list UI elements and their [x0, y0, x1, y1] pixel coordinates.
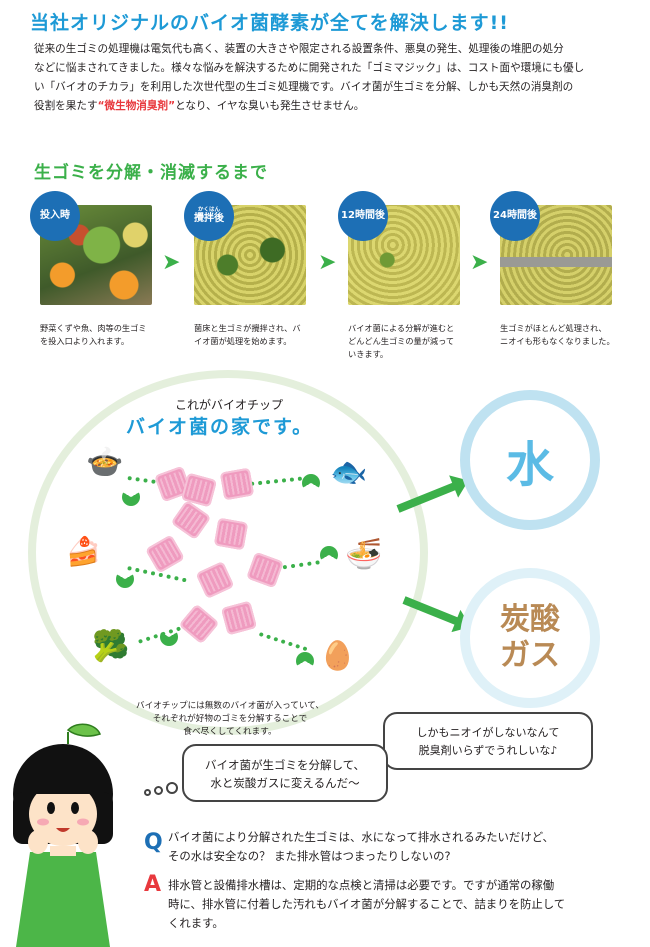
bacteria-icon [296, 652, 314, 670]
mascot-girl-illustration [13, 723, 113, 947]
biochip [219, 467, 255, 501]
noodles-icon: 🍜 [345, 537, 383, 572]
thought-dot [166, 782, 178, 794]
intro-text: 役割を果たす [34, 100, 98, 112]
intro-line: などに悩まされてきました。様々な悩みを解決するために開発された「ゴミマジック」は… [34, 62, 585, 74]
page-headline: 当社オリジナルのバイオ菌酵素が全てを解決します!! [30, 12, 509, 34]
intro-line: い「バイオのチカラ」を利用した次世代型の生ゴミ処理機です。バイオ菌が生ゴミを分解… [34, 81, 574, 93]
stage-description: 生ゴミがほとんど処理され、ニオイも形もなくなりました。 [500, 323, 615, 346]
stage-badge: かくはん攪拌後 [184, 191, 234, 241]
speech-bubble-left: バイオ菌が生ゴミを分解して、 水と炭酸ガスに変えるんだ〜 [182, 744, 388, 802]
stage-description: 菌床と生ゴミが攪拌され、バイオ菌が処理を始めます。 [194, 323, 301, 346]
chevron-right-icon: ➤ [318, 250, 337, 275]
biochip-note: バイオチップには無数のバイオ菌が入っていて、 それぞれが好物のゴミを分解すること… [136, 701, 324, 737]
biochip [213, 517, 249, 551]
stage-badge: 24時間後 [490, 191, 540, 241]
stage-photo-12h [348, 205, 460, 305]
intro-line: 従来の生ゴミの処理機は電気代も高く、装置の大きさや限定される設置条件、悪臭の発生… [34, 43, 564, 55]
fish-icon: 🐟 [330, 455, 368, 490]
biochip-subtitle: これがバイオチップ [175, 398, 284, 412]
process-title: 生ゴミを分解・消滅するまで [34, 163, 268, 183]
bacteria-icon [302, 474, 320, 492]
thought-dot [154, 786, 163, 795]
bacteria-icon [160, 628, 178, 646]
answer-text: 排水管と設備排水槽は、定期的な点検と清掃は必要です。ですが通常の稼働 時に、排水… [168, 878, 566, 930]
stage-badge: 投入時 [30, 191, 80, 241]
chevron-right-icon: ➤ [470, 250, 489, 275]
co2-output: 炭酸ガス [460, 568, 600, 708]
stage-badge: 12時間後 [338, 191, 388, 241]
rice-bread-icon: 🍲 [86, 445, 124, 480]
egg-icon: 🥚 [320, 639, 355, 672]
highlight-text: “微生物消臭剤” [97, 100, 176, 112]
answer-mark-letter: A [144, 872, 162, 897]
question-mark-letter: Q [144, 830, 163, 855]
intro-line: 役割を果たす“微生物消臭剤”となり、イヤな臭いも発生させません。 [34, 97, 624, 116]
intro-paragraph: 従来の生ゴミの処理機は電気代も高く、装置の大きさや限定される設置条件、悪臭の発生… [34, 40, 624, 116]
question-text: バイオ菌により分解された生ゴミは、水になって排水されるみたいだけど、 その水は安… [168, 830, 554, 863]
bacteria-icon [116, 570, 134, 588]
biochip-circle [28, 370, 428, 735]
thought-dot [144, 789, 151, 796]
speech-bubble-right: しかもニオイがしないなんて 脱臭剤いらずでうれしいな♪ [383, 712, 593, 770]
bacteria-icon [122, 488, 140, 506]
vegetables-icon: 🥦 [92, 629, 130, 664]
bacteria-icon [320, 546, 338, 564]
stage-description: 野菜くずや魚、肉等の生ゴミを投入口より入れます。 [40, 323, 147, 346]
intro-text: となり、イヤな臭いも発生させません。 [175, 100, 365, 112]
stage-description: バイオ菌による分解が進むとどんどん生ゴミの量が減っていきます。 [348, 323, 455, 359]
chevron-right-icon: ➤ [162, 250, 181, 275]
biochip-title: バイオ菌の家です。 [126, 416, 314, 438]
cake-grapes-icon: 🍰 [66, 535, 101, 568]
water-output: 水 [460, 390, 600, 530]
